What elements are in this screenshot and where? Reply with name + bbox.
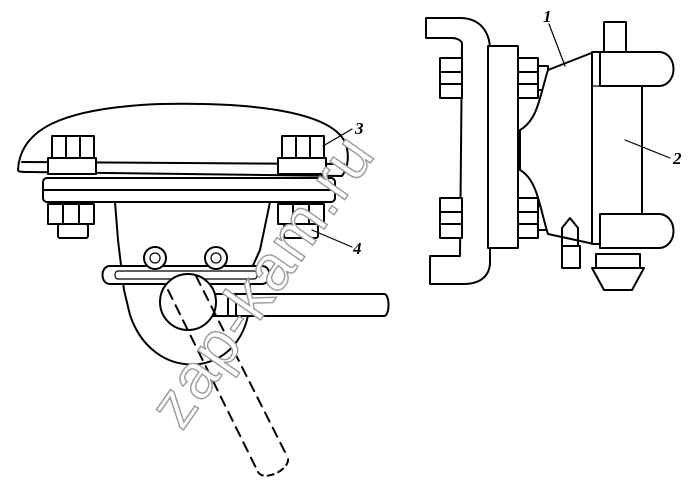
clamp-plate <box>487 45 519 249</box>
top-cap <box>603 21 627 53</box>
lower-nut-right <box>277 203 325 239</box>
callout-3: 3 <box>322 119 364 147</box>
callout-4: 4 <box>311 229 362 258</box>
clamp-bolt-lower <box>439 197 549 239</box>
callout-2-label: 2 <box>672 149 682 168</box>
top-bolt-left <box>47 135 97 175</box>
right-assembly-view <box>425 17 675 291</box>
clamp-bolt-upper <box>439 57 549 99</box>
bottom-connector <box>561 217 645 291</box>
top-bolt-right <box>277 135 327 175</box>
callout-1-label: 1 <box>543 7 552 26</box>
callout-2: 2 <box>624 139 682 168</box>
j-clamp <box>425 17 491 285</box>
callout-3-label: 3 <box>354 119 364 138</box>
callout-1: 1 <box>543 7 566 67</box>
mounting-rod <box>195 293 390 317</box>
lower-nut-left <box>47 203 95 239</box>
bracket-bolt-right <box>204 246 228 270</box>
lower-lug <box>599 213 675 249</box>
upper-lug <box>599 51 675 87</box>
left-assembly-view <box>17 102 390 477</box>
bracket-bolt-left <box>143 246 167 270</box>
callout-4-label: 4 <box>352 239 362 258</box>
lamp-dome <box>17 102 349 177</box>
bracket-side <box>519 51 595 245</box>
rod-alternate-position <box>167 275 290 477</box>
